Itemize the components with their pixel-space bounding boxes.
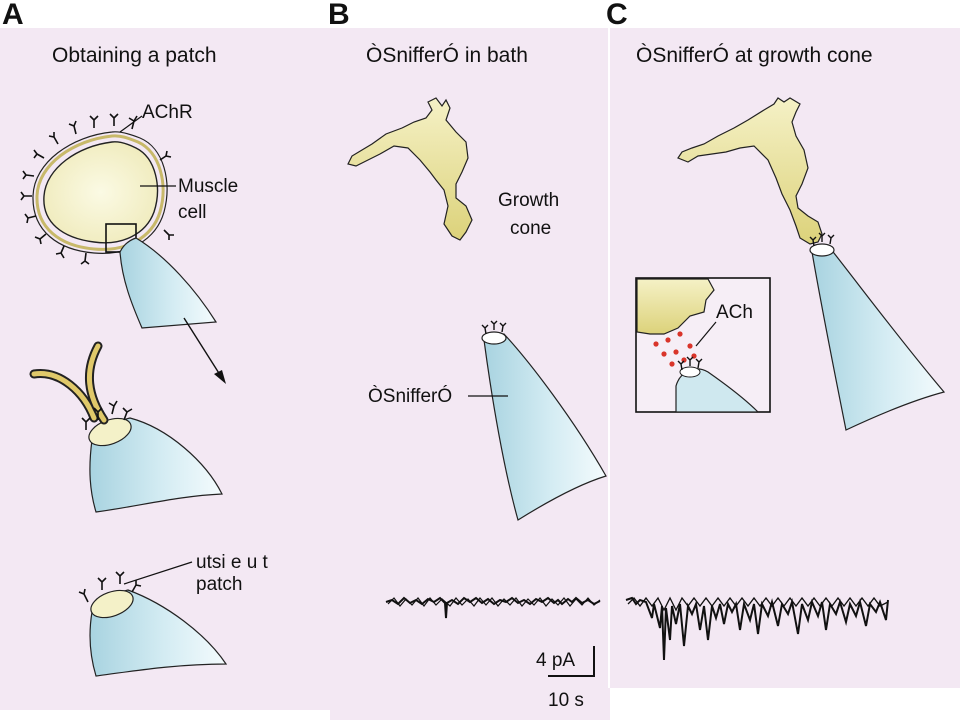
- patch-receptors-a3: [78, 571, 142, 603]
- arrow: [183, 317, 226, 384]
- achr-pointer: [119, 115, 143, 133]
- panel-a-letter: A: [2, 0, 24, 31]
- patch-receptors-a2: [81, 400, 133, 430]
- panel-b-letter: B: [328, 0, 350, 31]
- ach-vesicles: [653, 331, 697, 367]
- sniffer-pipette-c: [809, 243, 946, 431]
- scale-bar: [548, 646, 595, 677]
- panel-b-title: ÒSnifferÓ in bath: [366, 44, 528, 67]
- sniffer-receptors-b: [481, 320, 507, 335]
- sniffer-label: ÒSnifferÓ: [368, 385, 452, 407]
- neuron-c: [677, 97, 823, 245]
- current-trace-c-noise: [627, 596, 889, 612]
- sniffer-receptors-c: [809, 232, 835, 247]
- scale-time-label: 10 s: [548, 690, 584, 711]
- muscle-label-line2: cell: [178, 202, 207, 223]
- sniffer-pipette-b: [481, 331, 607, 521]
- growth-cone-label-line1: Growth: [498, 190, 559, 211]
- panel-a-background: [0, 28, 330, 710]
- pipette-a2: [88, 417, 223, 513]
- panel-c-title: ÒSnifferÓ at growth cone: [636, 44, 873, 67]
- membrane-strands: [29, 341, 109, 425]
- achr-label: AChR: [142, 102, 193, 123]
- pipette-a1: [119, 237, 218, 329]
- patch-label-line2: patch: [196, 574, 242, 595]
- current-trace-b: [385, 596, 601, 619]
- panel-c-letter: C: [606, 0, 628, 31]
- panel-divider: [608, 28, 610, 688]
- panel-b-background: [330, 28, 610, 720]
- scale-current-label: 4 pA: [536, 650, 575, 671]
- ach-pointer: [695, 321, 717, 347]
- pipette-a3: [89, 589, 228, 677]
- patch-label-line1: utsi e u t: [196, 552, 269, 573]
- muscle-label-line1: Muscle: [178, 176, 238, 197]
- ach-label: ACh: [716, 302, 753, 323]
- achr-receptors: [20, 113, 174, 265]
- inset-receptors: [677, 356, 703, 371]
- growth-cone-label-line2: cone: [510, 218, 551, 239]
- neuron-b: [347, 97, 473, 241]
- panel-a-title: Obtaining a patch: [52, 44, 217, 67]
- current-trace-c: [625, 596, 889, 661]
- current-trace-b-noise: [387, 597, 601, 607]
